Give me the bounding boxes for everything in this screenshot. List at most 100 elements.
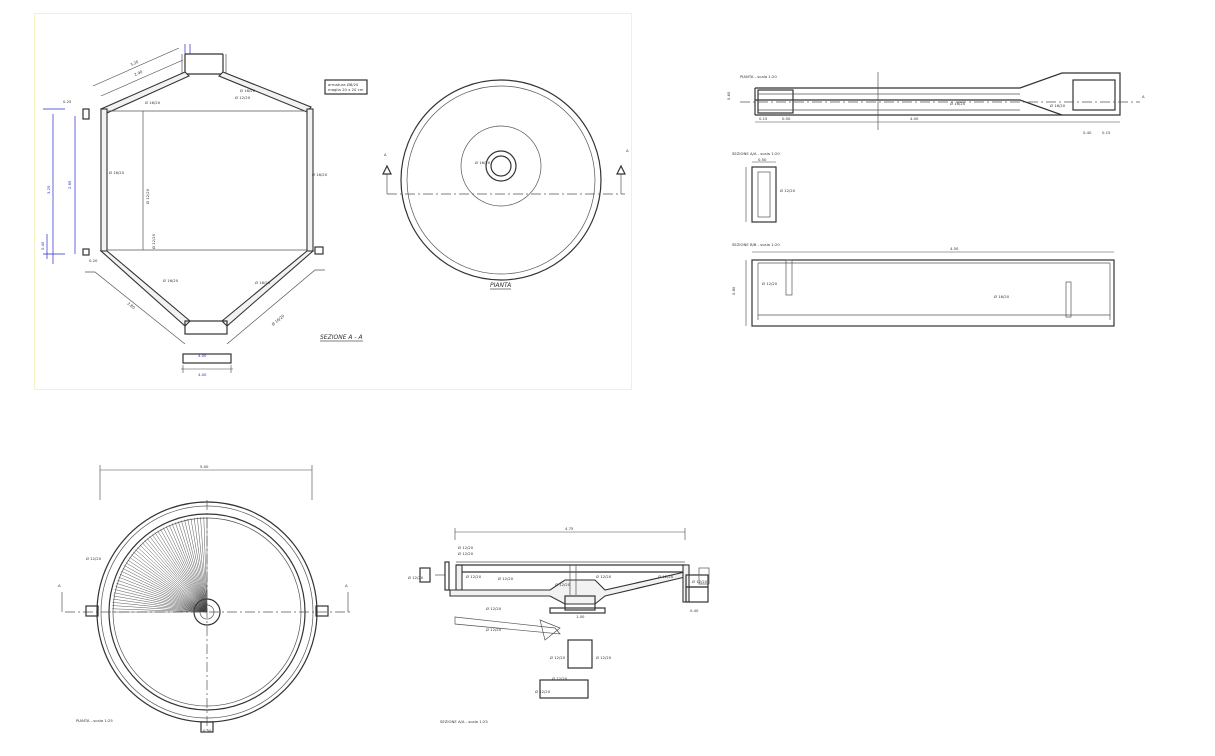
svg-text:0.60: 0.60	[726, 91, 731, 100]
channel-section-aa-caption: SEZIONE A/A - scala 1:20	[732, 151, 780, 156]
radial-bar	[112, 608, 208, 613]
svg-text:Ø 12/20: Ø 12/20	[486, 606, 502, 611]
svg-text:Ø 12/20: Ø 12/20	[86, 556, 102, 561]
radial-bar	[119, 573, 208, 613]
radial-bar	[181, 520, 208, 613]
radial-bar	[112, 605, 208, 613]
svg-text:1.00: 1.00	[576, 614, 585, 619]
channel-drawing-svg: PIANTA - scala 1:20 4.00 Ø 16/20 Ø 16/20…	[726, 72, 1145, 327]
svg-text:Ø 12/20: Ø 12/20	[535, 689, 551, 694]
svg-text:Ø 16/20: Ø 16/20	[163, 278, 179, 283]
channel-section-aa: SEZIONE A/A - scala 1:20 0.50 Ø 12/20	[732, 151, 796, 223]
tank-section-caption: SEZIONE A/A - scala 1:25	[440, 719, 488, 724]
radial-bar	[200, 517, 208, 613]
svg-text:4.00: 4.00	[198, 372, 207, 377]
radial-bar	[203, 517, 208, 613]
svg-text:Ø 12/20: Ø 12/20	[458, 545, 474, 550]
radial-bar	[125, 562, 208, 613]
svg-text:Ø 12/20: Ø 12/20	[498, 576, 514, 581]
plan-marker-right: A	[626, 148, 629, 153]
radial-bar	[146, 538, 208, 613]
svg-text:Ø 12/20: Ø 12/20	[408, 575, 424, 580]
plan-caption: PIANTA	[490, 282, 511, 289]
tank-section-svg: 4.75 Ø 12/20 Ø 12/20 Ø 12/20 Ø 12/20 Ø 1…	[408, 526, 710, 724]
svg-text:0.50: 0.50	[758, 157, 767, 162]
radial-bar	[157, 530, 208, 613]
radial-bar	[184, 519, 208, 613]
svg-text:Ø 12/20: Ø 12/20	[762, 281, 778, 286]
svg-text:4.75: 4.75	[565, 526, 574, 531]
svg-text:2.90: 2.90	[133, 69, 143, 77]
radial-bar	[121, 570, 208, 613]
svg-text:Ø 16/20: Ø 16/20	[994, 294, 1010, 299]
section-a-a-caption: SEZIONE A - A	[320, 334, 363, 341]
radial-bar	[116, 583, 208, 613]
channel-section-bb: SEZIONE B/B - scala 1:20 4.50 Ø 16/20 Ø …	[731, 242, 1115, 327]
svg-text:Ø 12/20: Ø 12/20	[596, 655, 612, 660]
svg-text:Ø 16/20: Ø 16/20	[1050, 103, 1066, 108]
svg-text:0.80: 0.80	[731, 286, 736, 295]
radial-bar	[129, 557, 208, 613]
svg-text:0.50: 0.50	[782, 116, 791, 121]
hopper-plan: A A Ø 16/20 PIANTA	[382, 79, 629, 290]
svg-text:Ø 12/20: Ø 12/20	[458, 551, 474, 556]
drawing-radial-plan: 5.00 A A Ø 12/20 0.50 PIANTA - scala 1:2…	[50, 460, 360, 750]
radial-bar	[115, 586, 208, 613]
svg-text:Ø 12/20: Ø 12/20	[550, 655, 566, 660]
radial-bar	[112, 598, 208, 613]
radial-bar	[113, 592, 208, 613]
radial-bar	[118, 576, 208, 613]
radial-bar	[152, 534, 208, 613]
svg-text:3.20: 3.20	[129, 59, 139, 67]
svg-text:0.40: 0.40	[690, 608, 699, 613]
svg-text:Ø 16/20: Ø 16/20	[240, 88, 256, 93]
svg-text:Ø 16/20: Ø 16/20	[475, 160, 491, 165]
radial-bar	[154, 532, 208, 613]
svg-text:Ø 12/20: Ø 12/20	[658, 574, 674, 579]
svg-text:Ø 12/20: Ø 12/20	[596, 574, 612, 579]
radial-marker-right: A	[345, 583, 348, 588]
radial-bar	[122, 568, 208, 613]
svg-text:Ø 16/20: Ø 16/20	[270, 313, 285, 327]
drawing-channel-plan-sections: PIANTA - scala 1:20 4.00 Ø 16/20 Ø 16/20…	[710, 60, 1160, 340]
note-box-line-1: armatura Ø8/20	[328, 82, 359, 87]
svg-text:3.25: 3.25	[46, 185, 51, 194]
svg-text:Ø 16/20: Ø 16/20	[145, 100, 161, 105]
radial-bar	[142, 542, 208, 613]
radial-bar	[193, 517, 208, 613]
radial-marker-left: A	[58, 583, 61, 588]
radial-bar	[135, 549, 208, 613]
hopper-drawing-svg: 4.00 4.00 2.85 3.25 0.40 0.25 3.20 2.90 …	[40, 44, 629, 377]
svg-text:0.25: 0.25	[63, 99, 72, 104]
radial-bar	[163, 527, 208, 613]
radial-bar	[137, 547, 208, 613]
svg-text:0.40: 0.40	[40, 241, 45, 250]
channel-plan: PIANTA - scala 1:20 4.00 Ø 16/20 Ø 16/20…	[726, 72, 1145, 135]
svg-text:5.00: 5.00	[200, 464, 209, 469]
svg-text:2.80: 2.80	[126, 301, 136, 311]
note-box-line-2: maglia 20 x 20 cm	[328, 87, 364, 92]
svg-text:4.00: 4.00	[910, 116, 919, 121]
radial-bar	[133, 551, 208, 613]
channel-plan-caption: PIANTA - scala 1:20	[740, 74, 777, 79]
svg-text:Ø 16/20: Ø 16/20	[950, 101, 966, 106]
svg-text:Ø 12/20: Ø 12/20	[552, 676, 568, 681]
radial-reinforcement-fan	[112, 517, 208, 613]
svg-text:2.85: 2.85	[67, 180, 72, 189]
svg-text:Ø 12/20: Ø 12/20	[466, 574, 482, 579]
radial-bar	[168, 524, 208, 613]
radial-bar	[112, 602, 208, 613]
svg-text:Ø 12/20: Ø 12/20	[486, 627, 502, 632]
radial-bar	[197, 517, 208, 613]
radial-bar	[131, 554, 208, 613]
radial-bar	[124, 565, 208, 613]
svg-text:0.40: 0.40	[1083, 130, 1092, 135]
radial-bar	[160, 529, 208, 613]
svg-text:Ø 16/20: Ø 16/20	[255, 280, 271, 285]
section-a-a: 4.00 4.00 2.85 3.25 0.40 0.25 3.20 2.90 …	[40, 44, 368, 377]
svg-text:4.50: 4.50	[950, 246, 959, 251]
svg-text:Ø 12/20: Ø 12/20	[145, 188, 150, 204]
svg-text:4.00: 4.00	[198, 353, 207, 358]
radial-bar	[117, 579, 208, 613]
radial-bar	[171, 523, 208, 613]
